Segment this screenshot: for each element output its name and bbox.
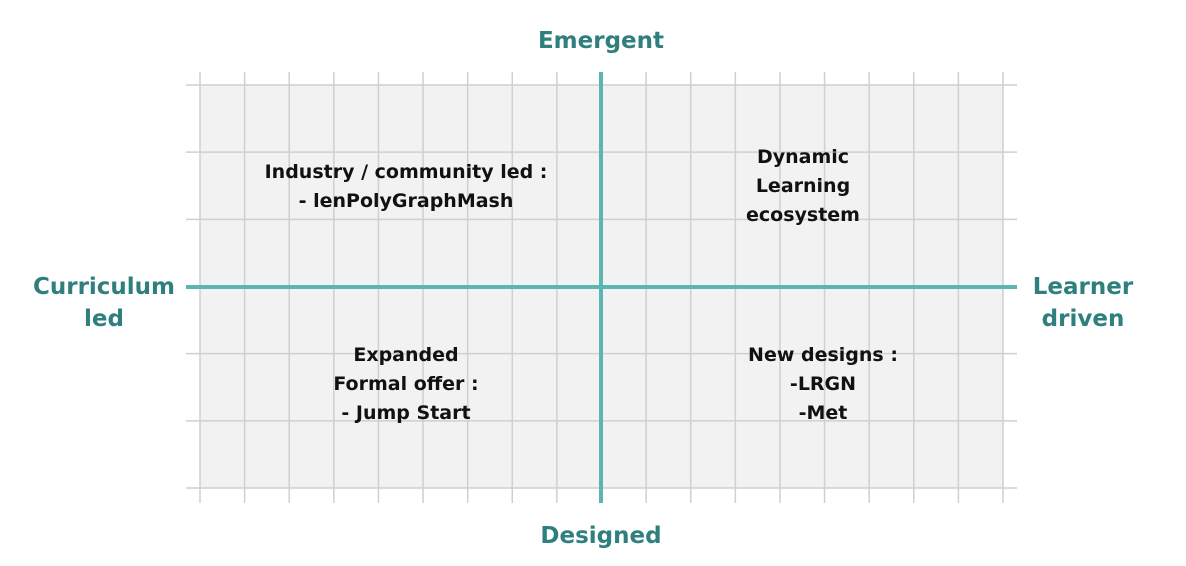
quadrant-top-left: Industry / community led : - lenPolyGrap…: [265, 158, 548, 216]
axis-label-left-line-2: led: [84, 306, 124, 332]
axis-label-left-line-1: Curriculum: [32, 274, 176, 300]
quadrant-top-left-line-1: Industry / community led :: [264, 161, 548, 183]
quadrant-top-right-line-3: ecosystem: [746, 204, 860, 226]
quadrant-top-right: Dynamic Learning ecosystem: [746, 143, 860, 230]
quadrant-top-left-line-2: - lenPolyGraphMash: [298, 190, 514, 212]
axis-label-right-line-1: Learner: [1032, 274, 1134, 300]
axis-label-right-line-2: driven: [1041, 306, 1125, 332]
axis-label-bottom-text: Designed: [540, 523, 662, 549]
quadrant-top-right-line-1: Dynamic: [756, 146, 850, 168]
quadrant-bottom-left: Expanded Formal offer : - Jump Start: [333, 341, 478, 428]
axis-label-left: Curriculum led: [20, 271, 188, 335]
quadrant-bottom-right-line-3: -Met: [798, 402, 848, 424]
axis-label-top-text: Emergent: [537, 28, 665, 54]
axis-label-right: Learner driven: [1018, 271, 1148, 335]
quadrant-bottom-right: New designs : -LRGN -Met: [748, 341, 898, 428]
quadrant-bottom-left-line-3: - Jump Start: [341, 402, 471, 424]
quadrant-bottom-left-line-1: Expanded: [353, 344, 459, 366]
quadrant-bottom-left-line-2: Formal offer :: [333, 373, 479, 395]
quadrant-bottom-right-line-1: New designs :: [748, 344, 898, 366]
axis-label-bottom: Designed: [501, 520, 701, 552]
axis-label-top: Emergent: [501, 25, 701, 57]
quadrant-top-right-line-2: Learning: [755, 175, 851, 197]
quadrant-bottom-right-line-2: -LRGN: [789, 373, 857, 395]
